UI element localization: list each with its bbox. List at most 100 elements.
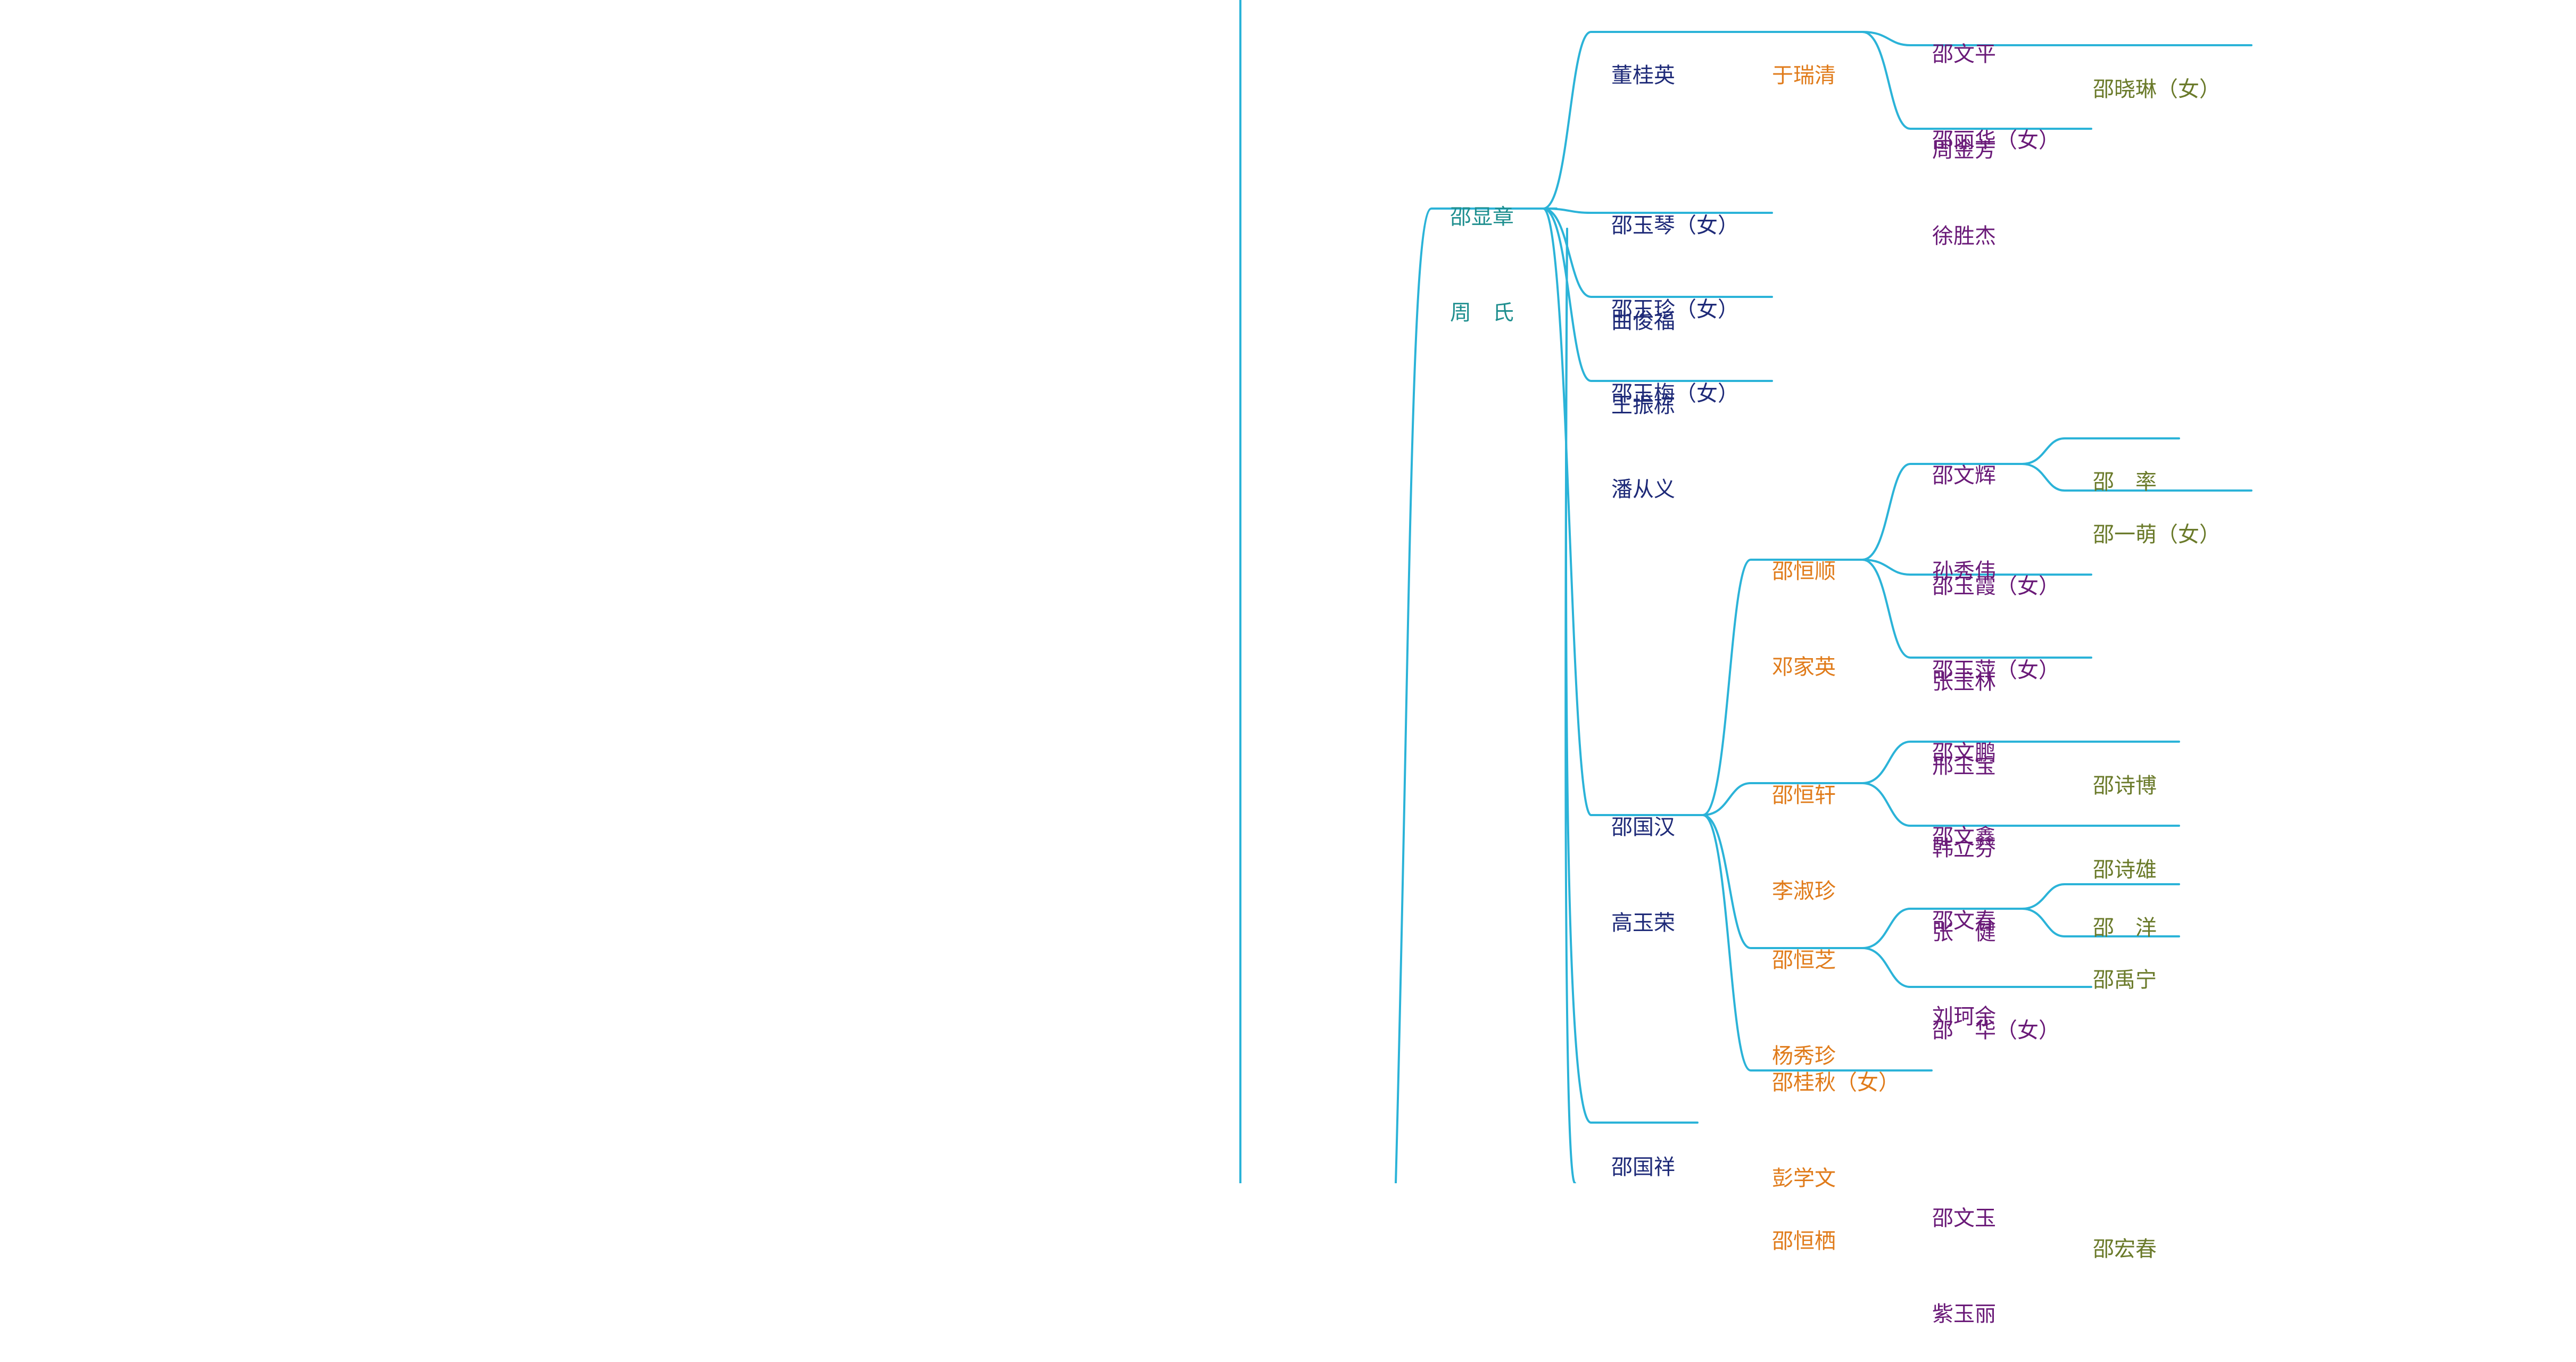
node-yuping-spouse: 邢玉宝 [1932, 754, 1996, 778]
node-yuning: 邵禹宁 [2093, 900, 2157, 1028]
node-hengbot: 邵恒栖 [1772, 1161, 1836, 1289]
branch-root-yumei [1542, 207, 1773, 382]
branch-root-bottom [1564, 228, 1576, 1183]
node-wenpeng-name: 邵文鹏 [1932, 741, 1996, 765]
node-yumei: 邵玉梅（女） 潘从义 [1611, 314, 1739, 537]
node-guohan: 邵国汉 高玉荣 [1611, 748, 1675, 971]
node-lihua-spouse: 徐胜杰 [1932, 224, 1996, 248]
node-wenchun-name: 邵文春 [1932, 909, 1996, 933]
node-wenyu-name: 邵文玉 [1932, 1206, 1996, 1231]
node-xiaolin: 邵晓琳（女） [2093, 10, 2221, 137]
node-wenpeng: 邵文鹏 韩立芬 [1932, 673, 1996, 896]
node-hengshun-name: 邵恒顺 [1772, 559, 1836, 584]
node-yu: 于瑞清 [1772, 0, 1836, 123]
node-yuning-name: 邵禹宁 [2093, 968, 2157, 992]
node-yuzhen: 邵玉珍（女） 王振栋 [1611, 230, 1739, 453]
node-yumei-name: 邵玉梅（女） [1611, 381, 1739, 406]
branch-hengzhi-wenchun [1861, 908, 2023, 949]
node-shixiong: 邵诗雄 [2093, 790, 2157, 918]
node-hengbot-name: 邵恒栖 [1772, 1229, 1836, 1253]
node-guiqiu-name: 邵桂秋（女） [1772, 1070, 1900, 1095]
node-wenpeng-spouse: 韩立芬 [1932, 836, 1996, 861]
node-zhoujf-name: 邵文平 [1932, 42, 1996, 67]
node-hengxuan-name: 邵恒轩 [1772, 783, 1836, 808]
branch-root-yuzhen [1542, 207, 1773, 298]
branch-wenchun-yuning [2021, 908, 2180, 937]
node-shixiong-name: 邵诗雄 [2093, 858, 2157, 882]
node-dong: 董桂英 [1611, 0, 1675, 123]
node-yuqin-spouse: 曲俊福 [1611, 309, 1675, 334]
node-yimeng-name: 邵一萌（女） [2093, 522, 2221, 547]
node-zhoujf-spouse: 周金芳 [1932, 138, 1996, 162]
node-zhoujf: 邵文平 周金芳 [1932, 0, 1996, 198]
node-hengzhi: 邵恒芝 杨秀珍 [1772, 881, 1836, 1104]
branch-root-dong [1542, 31, 1704, 210]
branch-root-yuqin [1542, 207, 1773, 214]
branch-yu-lihua [1861, 31, 2092, 130]
branch-yu-zhoujf [1861, 31, 2092, 46]
node-yuxia: 邵玉霞（女） 张玉林 [1932, 506, 2060, 730]
node-yuqin: 邵玉琴（女） 曲俊福 [1611, 146, 1739, 369]
node-shibo: 邵诗博 [2093, 706, 2157, 834]
branch-guohan-hengshun [1702, 559, 1863, 816]
node-wenyu: 邵文玉 紫玉丽 [1932, 1139, 1996, 1362]
node-wenchun: 邵文春 刘珂余 [1932, 841, 1996, 1065]
node-hengshun-spouse: 邓家英 [1772, 655, 1836, 679]
node-shuai: 邵 率 [2093, 402, 2157, 530]
node-wenxin: 邵文鑫 张 健 [1932, 757, 1996, 981]
node-shibo-name: 邵诗博 [2093, 774, 2157, 798]
node-yuxia-spouse: 张玉林 [1932, 670, 1996, 694]
node-root: 邵显章 周 氏 [1450, 137, 1514, 361]
branch-hengshun-yuxia [1861, 559, 2092, 576]
node-xiaolin-name: 邵晓琳（女） [2093, 77, 2221, 102]
node-yuping-name: 邵玉萍（女） [1932, 658, 2060, 683]
node-wenhui-spouse: 孙秀伟 [1932, 559, 1996, 584]
node-root-spouse: 周 氏 [1450, 301, 1514, 325]
node-yang-name: 邵 洋 [2093, 916, 2157, 940]
node-yuzhen-spouse: 王振栋 [1611, 393, 1675, 418]
node-yuzhen-name: 邵玉珍（女） [1611, 297, 1739, 322]
branch-wenhui-yimeng [2021, 463, 2252, 492]
node-guiqiu: 邵桂秋（女） 彭学文 [1772, 1003, 1900, 1226]
node-yuping: 邵玉萍（女） 邢玉宝 [1932, 591, 2060, 814]
branch-hengxuan-wenpeng [1861, 741, 2180, 784]
branch-hengxuan-wenxin [1861, 782, 2180, 827]
node-wenyu-spouse: 紫玉丽 [1932, 1302, 1996, 1326]
branch-root-guohan [1542, 207, 1704, 816]
family-tree-canvas [1239, 0, 2252, 1183]
node-wenhui-name: 邵文辉 [1932, 463, 1996, 488]
node-yu-name: 于瑞清 [1772, 63, 1836, 88]
node-yang: 邵 洋 [2093, 848, 2157, 976]
node-wenxin-name: 邵文鑫 [1932, 825, 1996, 849]
branch-guohan-hengxuan [1702, 782, 1863, 816]
node-hengxuan: 邵恒轩 李淑珍 [1772, 716, 1836, 939]
node-dong-name: 董桂英 [1611, 63, 1675, 88]
node-hengzhi-name: 邵恒芝 [1772, 948, 1836, 973]
node-hua: 邵 华（女） [1932, 951, 2060, 1078]
branch-guohan-hengzhi [1702, 814, 1863, 949]
node-guoxiang: 邵国祥 [1611, 1087, 1675, 1215]
branch-hengshun-yuping [1861, 559, 2092, 659]
node-wenhui: 邵文辉 孙秀伟 [1932, 396, 1996, 619]
node-yuxia-name: 邵玉霞（女） [1932, 574, 2060, 599]
node-lihua-name: 邵丽华（女） [1932, 128, 2060, 153]
node-hua-name: 邵 华（女） [1932, 1018, 2060, 1043]
node-wenxin-spouse: 张 健 [1932, 920, 1996, 945]
node-yumei-spouse: 潘从义 [1611, 477, 1675, 502]
node-yuqin-name: 邵玉琴（女） [1611, 213, 1739, 238]
node-lihua: 邵丽华（女） 徐胜杰 [1932, 61, 2060, 284]
node-guohan-spouse: 高玉荣 [1611, 911, 1675, 935]
node-hengzhi-spouse: 杨秀珍 [1772, 1044, 1836, 1068]
node-guohan-name: 邵国汉 [1611, 815, 1675, 840]
node-hengxuan-spouse: 李淑珍 [1772, 879, 1836, 903]
branch-hengshun-wenhui [1861, 463, 2023, 561]
branch-wenchun-yang [2021, 883, 2180, 910]
node-root-name: 邵显章 [1450, 205, 1514, 229]
node-bot5: 邵宏春 [2093, 1169, 2157, 1297]
node-yimeng: 邵一萌（女） [2093, 455, 2221, 583]
node-shuai-name: 邵 率 [2093, 470, 2157, 494]
branch-guohan-guiqiu [1702, 814, 1933, 1072]
branch-hengzhi-hua [1861, 947, 2092, 988]
branch-wenhui-shuai [2021, 437, 2180, 465]
node-hengshun: 邵恒顺 邓家英 [1772, 492, 1836, 715]
